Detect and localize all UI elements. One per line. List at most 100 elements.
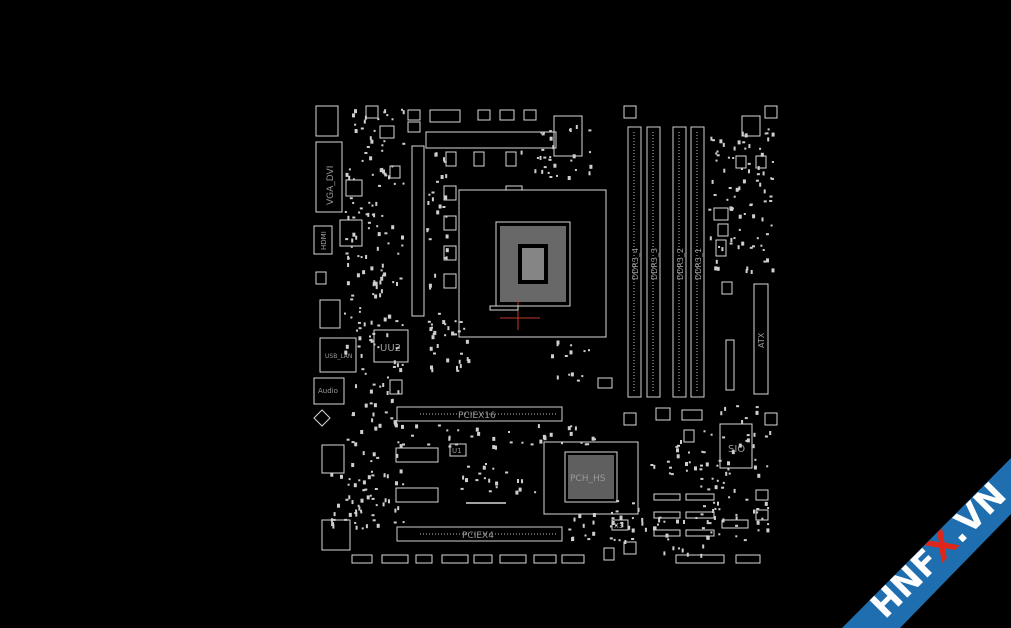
smd-pad [346, 281, 350, 286]
u1-label: U1 [452, 447, 462, 455]
smd-pad [508, 431, 510, 433]
smd-pad [750, 270, 753, 274]
smd-pad [355, 512, 358, 517]
smd-pad [756, 237, 759, 240]
smd-pad [370, 320, 373, 325]
smd-pad [757, 473, 761, 478]
smd-pad [384, 232, 388, 235]
vrm-column [411, 115, 583, 317]
smd-pad [556, 174, 558, 177]
smd-pad [542, 434, 546, 439]
smd-pad [549, 130, 553, 133]
smd-pad [401, 363, 404, 366]
smd-pad [359, 307, 362, 310]
smd-pad [396, 363, 399, 368]
smd-pad [393, 182, 396, 185]
smd-pad [570, 372, 574, 377]
smd-pad [456, 365, 458, 370]
smd-pad [352, 202, 355, 204]
smd-pad [369, 156, 373, 161]
smd-pad [347, 215, 350, 220]
smd-pad [457, 429, 460, 432]
smd-pad [637, 507, 640, 512]
smd-pad [744, 147, 747, 150]
smd-pad [676, 519, 679, 524]
smd-pad [703, 430, 706, 433]
smd-pad [761, 217, 764, 222]
smd-pad [688, 461, 691, 464]
smd-pad [372, 452, 376, 457]
pciex16-slot [396, 406, 563, 422]
smd-pad [728, 472, 731, 475]
smd-pad [715, 152, 718, 155]
smd-pad [730, 207, 734, 211]
smd-pad [530, 443, 534, 446]
smd-pad [367, 475, 371, 480]
smd-pad [358, 310, 361, 313]
smd-pad [587, 538, 591, 541]
smd-pad [433, 330, 437, 335]
smd-pad [354, 123, 357, 126]
smd-pad [736, 405, 740, 408]
smd-pad [746, 266, 749, 271]
smd-pad [357, 504, 360, 507]
smd-pad [721, 486, 725, 489]
smd-pad [495, 486, 498, 489]
smd-pad [378, 184, 381, 187]
smd-pad [445, 174, 448, 179]
smd-pad [488, 478, 491, 483]
smd-pad [369, 136, 372, 141]
smd-pad [458, 359, 461, 364]
smd-pad [735, 535, 738, 538]
smd-pad [520, 150, 523, 155]
smd-pad [770, 177, 773, 180]
sio-label: SIO [728, 444, 745, 455]
smd-pad [556, 375, 559, 380]
ddr-label-2: DDR3_2 [676, 248, 685, 280]
smd-pad [363, 322, 366, 327]
smd-pad [363, 119, 366, 124]
smd-pad [355, 509, 358, 514]
smd-pad [552, 145, 555, 150]
smd-pad [547, 171, 550, 174]
smd-pad [350, 316, 353, 319]
smd-pad [401, 424, 404, 429]
smd-pad [379, 280, 382, 285]
smd-pad [364, 372, 367, 375]
smd-pad [397, 252, 400, 255]
smd-pad [460, 352, 463, 355]
smd-pad [379, 168, 383, 173]
smd-pad [359, 207, 363, 210]
smd-pad [681, 548, 684, 553]
smd-pad [658, 518, 661, 523]
smd-pad [710, 433, 713, 436]
smd-pad [700, 485, 703, 488]
pciex16-label: PCIEX16 [458, 411, 496, 421]
smd-pad [753, 465, 757, 470]
smd-pad [370, 460, 373, 463]
smd-pad [362, 451, 365, 456]
smd-pad [589, 151, 591, 154]
smd-pad [753, 509, 755, 514]
smd-pad [391, 118, 394, 121]
smd-pad [377, 346, 380, 349]
smd-pad [727, 156, 730, 159]
smd-pad [543, 156, 547, 159]
smd-pad [539, 439, 543, 444]
smd-pad [748, 144, 751, 149]
smd-pad [712, 139, 715, 142]
smd-pad [354, 129, 358, 133]
smd-pad [676, 454, 680, 459]
smd-pad [572, 154, 576, 159]
smd-pad [756, 520, 760, 525]
smd-pad [393, 521, 397, 524]
usb-lan-connector [319, 337, 357, 373]
smd-pad [763, 200, 767, 203]
smd-pad [707, 488, 711, 491]
cpu-socket [458, 185, 607, 338]
smd-pad [738, 228, 741, 231]
smd-pad [713, 516, 716, 520]
smd-pad [568, 528, 572, 531]
smd-pad [345, 344, 349, 349]
smd-pad [631, 538, 635, 540]
